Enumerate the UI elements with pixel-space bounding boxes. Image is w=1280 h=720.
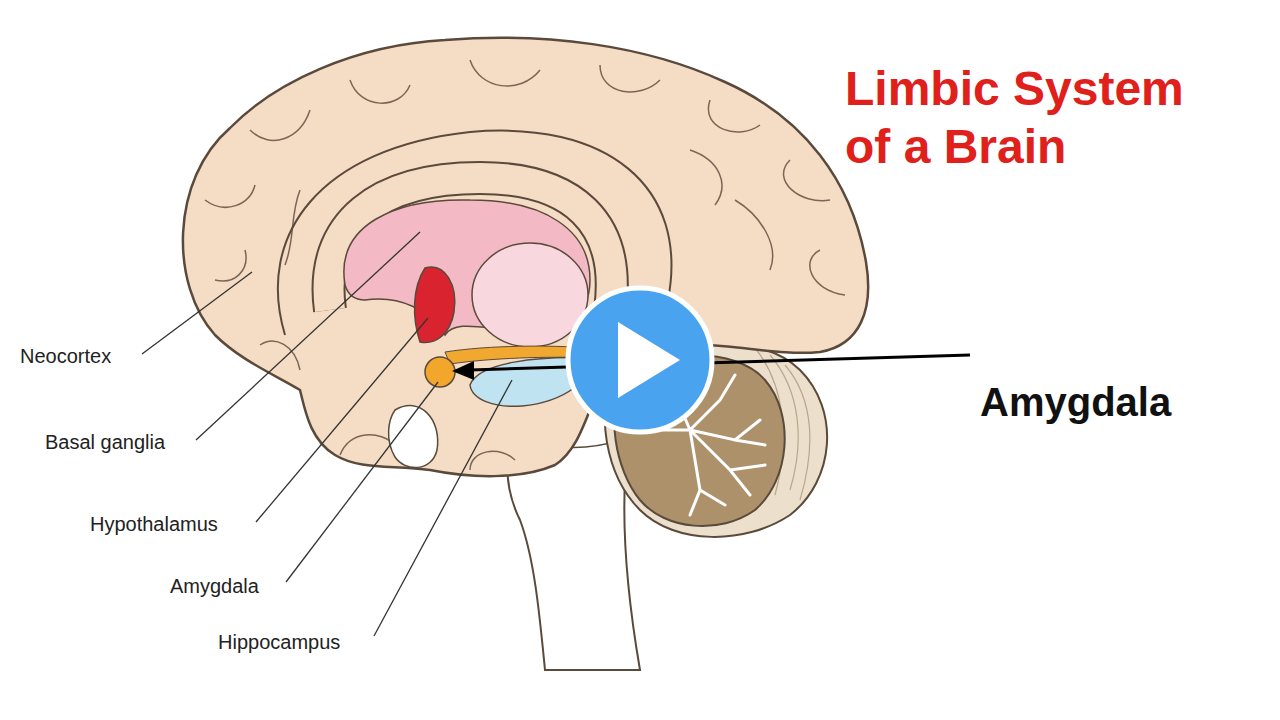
hypothalamus (415, 267, 455, 342)
amygdala (425, 357, 455, 387)
pointer-arrow (470, 355, 970, 370)
part-label: Hypothalamus (90, 512, 218, 536)
arrowhead (452, 361, 474, 380)
leader-line (142, 272, 252, 354)
leader-line (196, 232, 420, 440)
cerebrum (183, 38, 868, 476)
diagram-title: Limbic System of a Brain (845, 60, 1225, 175)
part-label: Amygdala (170, 574, 259, 598)
play-icon (618, 322, 680, 398)
leader-lines (142, 232, 512, 636)
part-label: Neocortex (20, 344, 111, 368)
leader-line (374, 380, 512, 636)
leader-line (286, 382, 438, 582)
highlight-label: Amygdala (980, 378, 1171, 426)
leader-line (256, 318, 428, 522)
part-label: Hippocampus (218, 630, 340, 654)
play-button (568, 288, 712, 432)
thalamus (472, 243, 588, 347)
gyri (205, 60, 845, 470)
part-label: Basal ganglia (45, 430, 165, 454)
